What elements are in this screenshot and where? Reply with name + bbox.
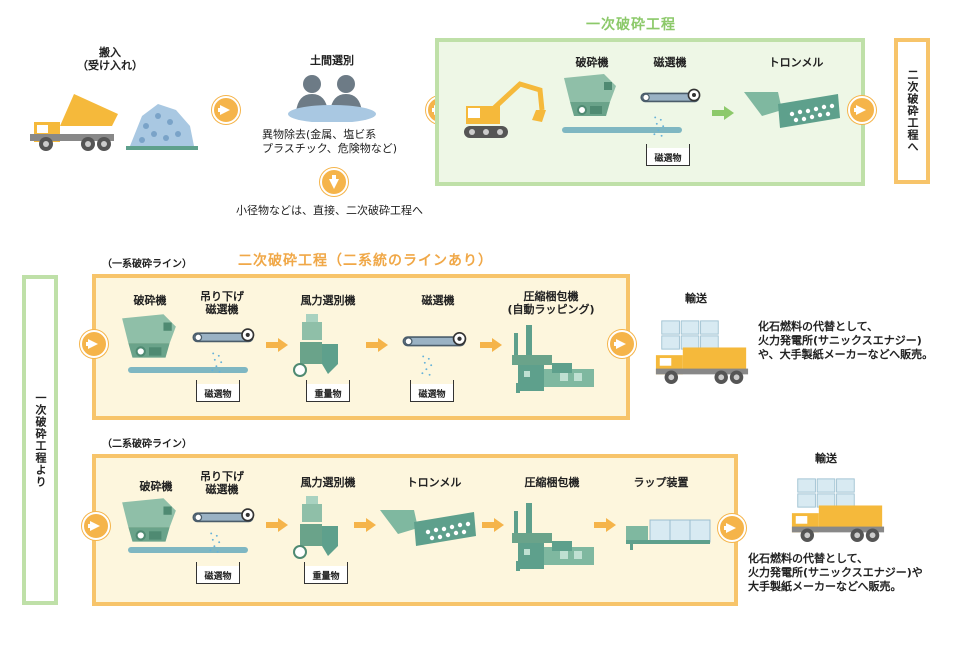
baler-machine-icon [508,500,598,572]
flow-arrow-icon [608,330,636,358]
transport-truck-icon [654,330,750,388]
conveyor-belt-icon [118,366,258,374]
dump-truck-icon [30,94,118,151]
line2-crusher-label: 破砕機 [139,480,173,493]
line2-hanging-magnet-label: 吊り下げ 磁選機 [200,470,244,496]
waste-pile-icon [126,104,198,150]
crusher-machine-icon [118,496,180,548]
air-separator-icon [292,312,342,382]
line2-hanging-output-box: 磁選物 [196,562,240,584]
line1-label: （一系破砕ライン） [102,259,192,270]
magnetic-output-box: 磁選物 [646,144,690,166]
line1-sales-text: 化石燃料の代替として、 火力発電所(サニックスエナジー) や、大手製紙メーカーな… [758,320,934,361]
flow-arrow-icon [266,518,288,532]
line2-air-separator-label: 風力選別機 [300,476,356,489]
line1-hanging-output-box: 磁選物 [196,380,240,402]
small-items-note: 小径物などは、直接、二次破砕工程へ [236,204,423,217]
line2-transport-label: 輸送 [815,452,837,465]
line1-magnet-label: 磁選機 [421,294,455,307]
line1-box [92,274,630,420]
line1-crusher-label: 破砕機 [133,294,167,307]
sorting-label: 土間選別 [310,54,354,67]
line2-air-output-box: 重量物 [304,562,348,584]
primary-title: 一次破砕工程 [586,17,676,33]
primary-trommel-label: トロンメル [768,56,824,69]
from-primary-box: 一次破砕工程より [22,275,58,605]
crusher-machine-icon [560,72,620,122]
line2-label: （二系破砕ライン） [102,439,192,450]
line2-sales-text: 化石燃料の代替として、 火力発電所(サニックスエナジー)や 大手製紙メーカーなど… [748,552,923,593]
transport-truck-icon [790,488,886,546]
line1-air-output-box: 重量物 [306,380,350,402]
line1-hanging-magnet-label: 吊り下げ 磁選機 [200,290,244,316]
conveyor-belt-icon [118,546,258,554]
hanging-magnet-icon [190,506,256,532]
down-arrow-icon [320,168,348,196]
workers-icon [288,75,376,122]
metal-drops-icon [210,350,226,376]
flow-arrow-icon [718,514,746,542]
line2-trommel-label: トロンメル [406,476,462,489]
flow-arrow-icon [266,338,288,352]
baler-machine-icon [508,322,598,394]
flow-arrow-icon [212,96,240,124]
line1-magnet-output-box: 磁選物 [410,380,454,402]
flow-arrow-icon [482,518,504,532]
air-separator-icon [292,494,342,564]
line1-baler-label: 圧縮梱包機 (自動ラッピング) [507,290,595,316]
primary-crusher-label: 破砕機 [575,56,609,69]
line2-baler-label: 圧縮梱包機 [524,476,580,489]
metal-drops-icon [652,114,668,140]
to-secondary-box: 二次破砕工程へ [894,38,930,184]
hanging-magnet-icon [190,326,256,352]
flow-arrow-icon [80,330,108,358]
flow-arrow-icon [594,518,616,532]
wrapping-machine-icon [624,510,714,550]
line1-air-separator-label: 風力選別機 [300,294,356,307]
metal-drops-icon [420,354,436,378]
magnetic-separator-icon [638,86,702,112]
magnetic-separator-icon [400,330,468,356]
flow-arrow-icon [354,518,376,532]
to-secondary-label: 二次破砕工程へ [906,69,919,153]
sorting-description: 異物除去(金属、塩ビ系 プラスチック、危険物など) [262,128,398,155]
crusher-machine-icon [118,312,180,364]
trommel-icon [742,88,842,132]
metal-drops-icon [208,530,224,556]
primary-magnet-label: 磁選機 [653,56,687,69]
flow-arrow-icon [848,96,876,124]
line1-transport-label: 輸送 [685,292,707,305]
receiving-label: 搬入 （受け入れ） [77,46,143,72]
secondary-title: 二次破砕工程（二系統のラインあり） [238,253,493,269]
flow-arrow-icon [366,338,388,352]
line2-wrap-label: ラップ装置 [633,476,689,489]
from-primary-label: 一次破砕工程より [34,392,47,488]
green-arrow-icon [712,106,734,120]
trommel-icon [378,506,478,550]
excavator-icon [464,81,546,138]
flow-arrow-icon [82,512,110,540]
flow-arrow-icon [480,338,502,352]
